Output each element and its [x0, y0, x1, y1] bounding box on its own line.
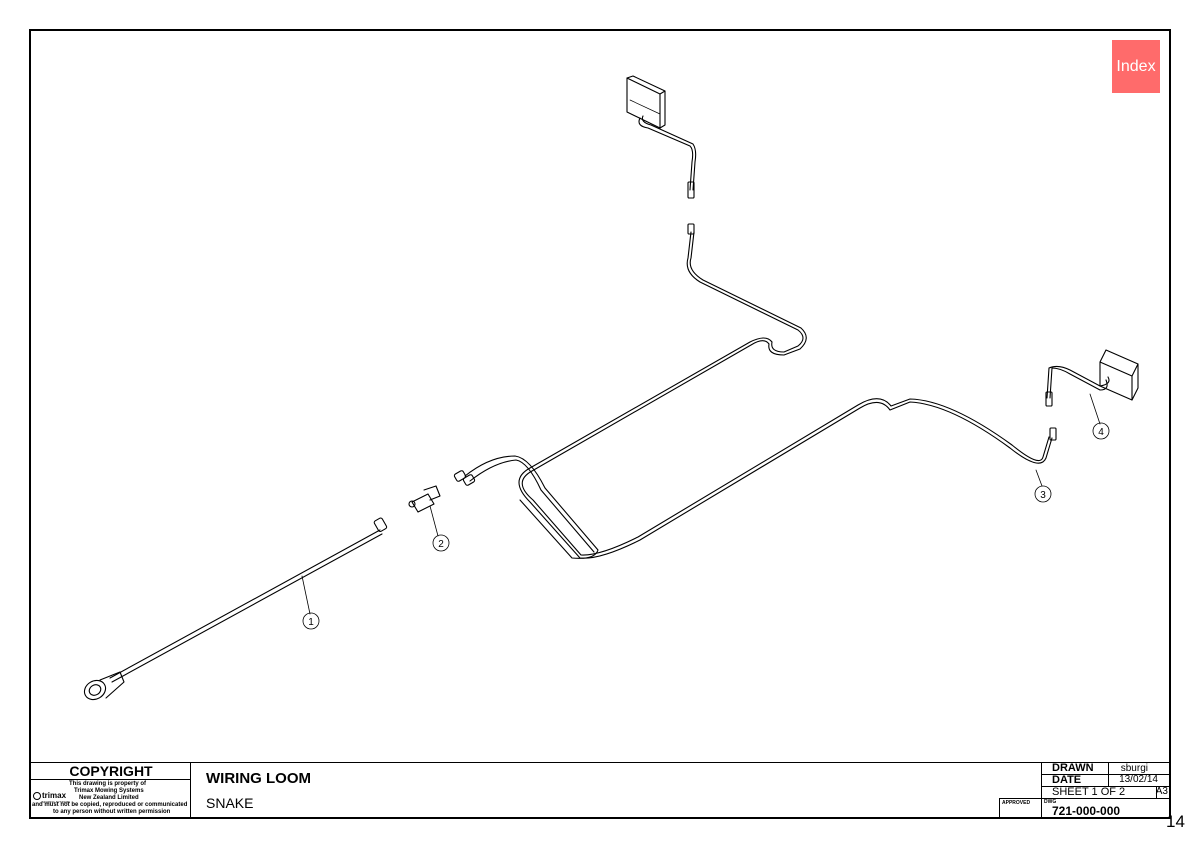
balloon-label-3: 3 [1040, 490, 1046, 501]
connector-part-2 [408, 485, 441, 537]
page-number: 14 [1166, 812, 1185, 831]
sheet-row: SHEET 1 OF 2 A3 [1042, 786, 1170, 799]
copyright-line: and must not be copied, reproduced or co… [32, 802, 188, 808]
copyright-line: This drawing is property of [69, 781, 147, 787]
lamp-right [1045, 349, 1139, 425]
date-row: DATE 13/02/14 [1042, 774, 1170, 787]
balloon-circle-4 [1092, 422, 1110, 440]
info-block: DRAWN sburgi DATE 13/02/14 SHEET 1 OF 2 … [1041, 762, 1170, 818]
copyright-line: Trimax Mowing Systems [74, 788, 144, 794]
balloon-label-2: 2 [438, 539, 444, 550]
copyright-line: New Zealand Limited [79, 795, 139, 801]
balloon-circle-3 [1034, 485, 1052, 503]
copyright-box: COPYRIGHT This drawing is property of Tr… [31, 763, 191, 818]
dwg-label: DWG [1044, 799, 1057, 805]
drawn-row: DRAWN sburgi [1042, 762, 1170, 787]
copyright-line: to any person without written permission [53, 809, 171, 815]
title-block: COPYRIGHT This drawing is property of Tr… [31, 762, 1170, 818]
approved-cell: APPROVED [999, 798, 1041, 818]
drawing-title: WIRING LOOM [206, 770, 311, 787]
drawing-subtitle: SNAKE [206, 795, 254, 811]
balloon-circle-2 [432, 534, 450, 552]
balloon-label-4: 4 [1098, 427, 1104, 438]
cable-assembly-1 [83, 517, 388, 701]
balloon-circle-1 [302, 612, 320, 630]
index-button[interactable]: Index [1112, 40, 1160, 93]
lamp-top [626, 75, 697, 199]
trimax-logo: trimax MOWING SYSTEMS [33, 791, 70, 804]
copyright-heading: COPYRIGHT [31, 764, 191, 780]
trimax-logo-icon [33, 791, 41, 800]
drawing-number: 721-000-000 [1052, 804, 1121, 818]
main-harness [453, 223, 1057, 559]
drawing-frame [29, 29, 1171, 819]
balloon-label-1: 1 [308, 617, 314, 628]
